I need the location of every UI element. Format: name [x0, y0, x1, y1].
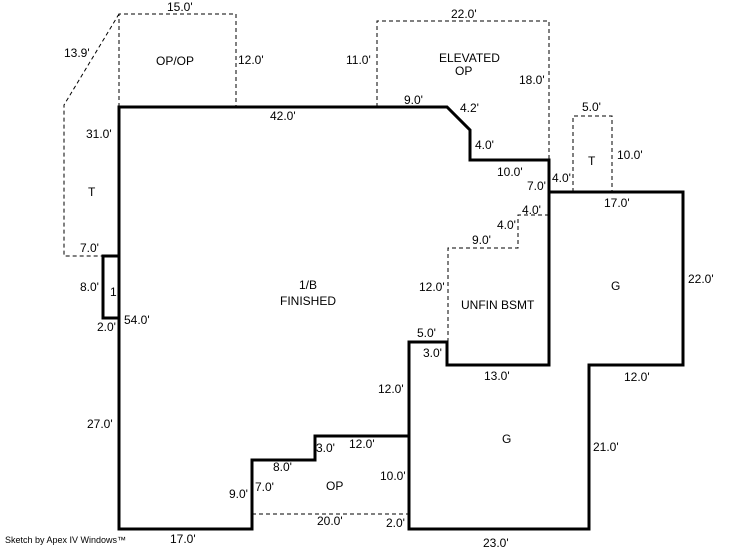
dimension-label: 12.0' — [419, 280, 445, 294]
dimension-label: 10.0' — [380, 469, 406, 483]
unfin-bsmt-outline — [447, 214, 549, 342]
dimension-label: 21.0' — [593, 440, 619, 454]
room-label-elevated-op: OP — [455, 64, 472, 78]
room-label-op-bottom: OP — [326, 479, 343, 493]
dimension-label: 7.0' — [80, 241, 99, 255]
t-right-outline — [572, 115, 613, 192]
dimension-label: 27.0' — [87, 417, 113, 431]
dimension-label: 4.0' — [475, 138, 494, 152]
dimension-label: 10.0' — [497, 165, 523, 179]
dimension-label: 2.0' — [386, 516, 405, 530]
elevated-op-outline — [376, 20, 550, 160]
room-label-main-2: FINISHED — [280, 294, 336, 308]
room-label-main-1: 1/B — [299, 278, 317, 292]
dimension-label: 18.0' — [519, 73, 545, 87]
room-label-op-op: OP/OP — [156, 54, 194, 68]
dimension-label: 10.0' — [617, 148, 643, 162]
dimension-label: 2.0' — [97, 320, 116, 334]
dimension-label: 5.0' — [582, 100, 601, 114]
dimension-label: 4.2' — [460, 101, 479, 115]
dimension-label: 15.0' — [167, 0, 193, 14]
room-label-garage-lower: G — [502, 432, 511, 446]
dimension-label: 3.0' — [423, 346, 442, 360]
room-label-unfin-bsmt: UNFIN BSMT — [461, 298, 535, 312]
sketch-credit: Sketch by Apex IV Windows™ — [5, 535, 126, 545]
dimension-label: 8.0' — [273, 460, 292, 474]
room-label-t-left: T — [88, 185, 96, 199]
room-label-t-right: T — [588, 154, 596, 168]
dimension-label: 42.0' — [270, 109, 296, 123]
dimension-label: 9.0' — [229, 487, 248, 501]
dimension-label: 12.0' — [349, 437, 375, 451]
dimension-label: 3.0' — [316, 441, 335, 455]
dimension-label: 7.0' — [255, 480, 274, 494]
dimension-label: 17.0' — [170, 532, 196, 546]
dimension-label: 17.0' — [604, 196, 630, 210]
small-bump-outline — [101, 254, 119, 320]
main-house-outline — [117, 105, 551, 531]
dimension-label: 4.0' — [497, 218, 516, 232]
dimension-label: 12.0' — [378, 382, 404, 396]
dimension-label: 9.0' — [472, 233, 491, 247]
dimension-label: 9.0' — [404, 93, 423, 107]
dimension-label: 22.0' — [688, 272, 714, 286]
dimension-label: 4.0' — [552, 171, 571, 185]
dimension-label: 23.0' — [483, 536, 509, 547]
dimension-label: 13.0' — [484, 369, 510, 383]
dimension-label: 4.0' — [522, 203, 541, 217]
garage-outline — [407, 190, 685, 531]
dimension-label: 13.9' — [64, 46, 90, 60]
dimension-label: 12.0' — [624, 370, 650, 384]
dimension-label: 54.0' — [124, 313, 150, 327]
room-label-garage-upper: G — [611, 279, 620, 293]
room-label-elevated: ELEVATED — [439, 51, 500, 65]
dimension-label: 11.0' — [346, 53, 371, 67]
dimension-label: 7.0' — [527, 179, 546, 193]
room-label-small: 1 — [110, 285, 117, 299]
dimension-label: 22.0' — [451, 7, 477, 21]
dimension-label: 31.0' — [86, 127, 112, 141]
dimension-label: 5.0' — [417, 326, 436, 340]
dimension-label: 12.0' — [238, 53, 264, 67]
dimension-label: 8.0' — [80, 280, 99, 294]
dimension-label: 20.0' — [317, 514, 343, 528]
